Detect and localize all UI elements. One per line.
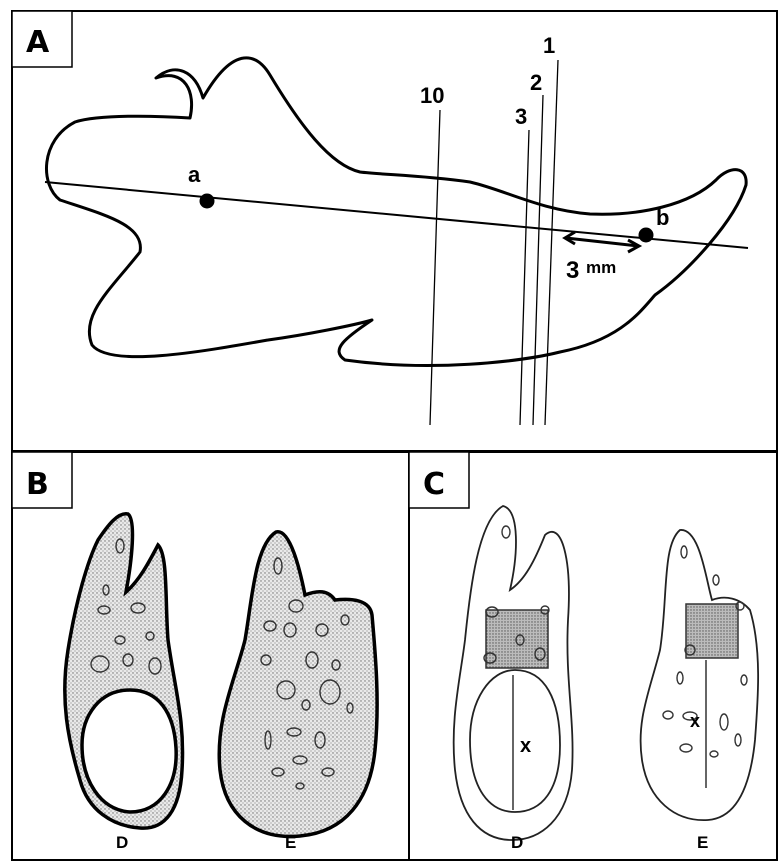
panel-b-label-e: E [285, 833, 296, 852]
section-label-3: 3 [515, 104, 527, 129]
section-line-3 [520, 130, 529, 425]
measure-label-c-e: x [690, 711, 700, 731]
section-line-10 [430, 110, 440, 425]
section-label-1: 1 [543, 33, 555, 58]
panel-a: A a b 1 2 3 10 3 mm [12, 11, 777, 451]
section-line-2 [533, 95, 543, 425]
panel-c-label-e: E [697, 833, 708, 852]
point-b-marker [639, 228, 654, 243]
distance-unit: mm [586, 258, 616, 277]
point-a-label: a [188, 162, 201, 187]
panel-c-label-d: D [511, 833, 523, 852]
section-b-e-shape [219, 532, 377, 837]
section-c-e-outer [641, 530, 759, 820]
section-line-1 [545, 60, 558, 425]
section-label-10: 10 [420, 83, 444, 108]
panel-b-label-d: D [116, 833, 128, 852]
panel-a-letter: A [26, 25, 50, 60]
panel-a-frame [12, 11, 777, 451]
section-c-d-cavity [470, 670, 560, 812]
section-label-2: 2 [530, 70, 542, 95]
distance-number: 3 [566, 257, 579, 284]
section-c-e-square [686, 604, 738, 658]
point-b-label: b [656, 205, 669, 230]
panel-c: C x [409, 452, 777, 860]
point-a-marker [200, 194, 215, 209]
measure-label-c-d: x [520, 735, 531, 757]
section-b-d-shape [65, 514, 183, 828]
panel-b-letter: B [26, 467, 49, 502]
mandible-outline [46, 58, 746, 366]
panel-b: B [12, 452, 409, 860]
panel-c-letter: C [423, 467, 445, 502]
